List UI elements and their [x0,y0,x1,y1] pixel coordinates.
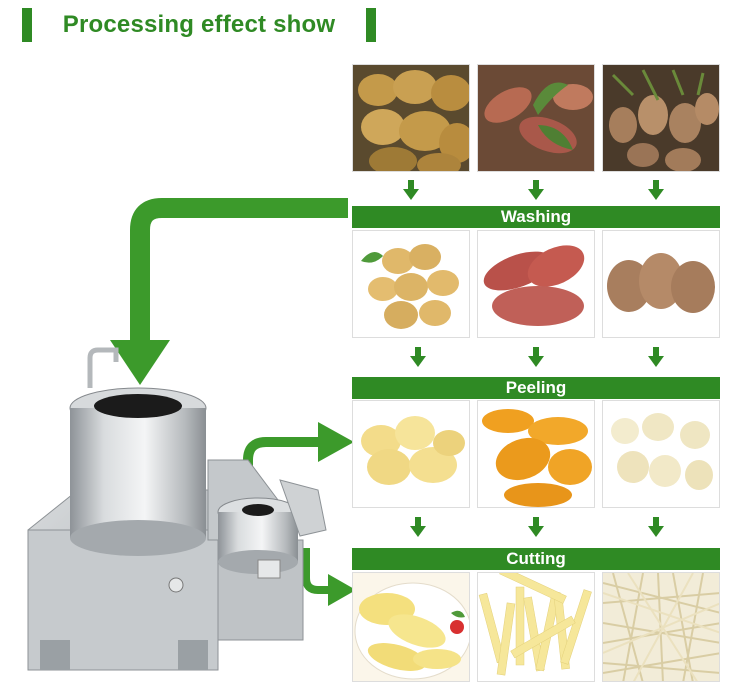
curved-arrow-icon [302,548,356,606]
down-arrow-icon [648,347,664,367]
peeled-taro-image [602,400,720,508]
down-arrow-icon [528,517,544,537]
peeling-stage-bar: Peeling [352,377,720,399]
sliced-potato-image [352,572,470,682]
washed-sweet-potato-image [477,230,595,338]
title-banner: Processing effect show [22,8,376,42]
washing-stage-bar: Washing [352,206,720,228]
down-arrow-icon [528,180,544,200]
raw-sweet-potato-image [477,64,595,172]
down-arrow-icon [410,517,426,537]
page-title: Processing effect show [32,8,366,42]
shredded-potato-image [602,572,720,682]
peeler-machine-image [27,347,327,671]
down-arrow-icon [528,347,544,367]
washed-taro-image [602,230,720,338]
down-arrow-icon [403,180,419,200]
curved-arrow-icon [110,198,348,385]
down-arrow-icon [648,517,664,537]
cutting-stage-bar: Cutting [352,548,720,570]
down-arrow-icon [648,180,664,200]
down-arrow-icon [410,347,426,367]
raw-taro-image [602,64,720,172]
raw-potato-image [352,64,470,172]
peeled-sweet-potato-image [477,400,595,508]
washed-potato-image [352,230,470,338]
potato-sticks-image [477,572,595,682]
peeled-potato-image [352,400,470,508]
